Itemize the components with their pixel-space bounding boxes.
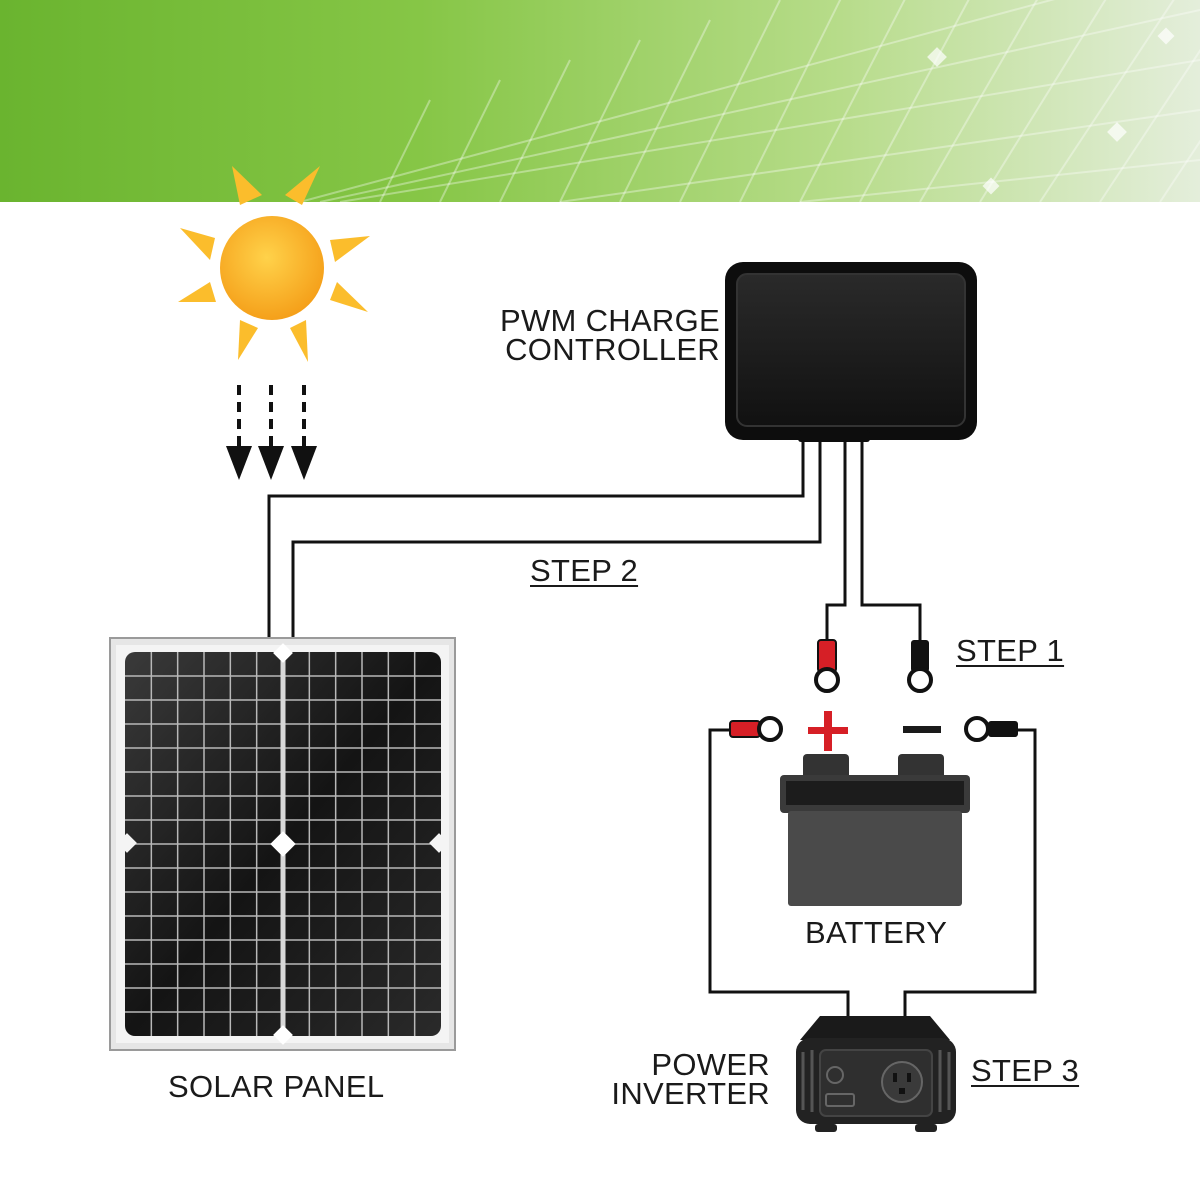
plus-icon — [808, 711, 848, 751]
battery-label: BATTERY — [805, 915, 948, 950]
step2-label: STEP 2 — [530, 553, 639, 588]
wiring — [267, 437, 1037, 1018]
green-banner — [0, 0, 1200, 202]
inverter-label-line2: INVERTER — [611, 1076, 770, 1111]
inverter-label-line1: POWER — [651, 1047, 770, 1082]
power-inverter-icon — [796, 1016, 956, 1132]
solar-panel-label: SOLAR PANEL — [168, 1069, 385, 1104]
solar-panel-icon — [109, 637, 456, 1051]
controller-label-line1: PWM CHARGE — [500, 303, 720, 338]
arrowheads-icon — [226, 446, 317, 480]
minus-icon — [903, 726, 941, 733]
battery-icon — [780, 754, 970, 906]
controller-label-line2: CONTROLLER — [505, 332, 720, 367]
step3-label: STEP 3 — [971, 1053, 1080, 1088]
sunlight-arrows-icon — [237, 385, 306, 452]
step1-label: STEP 1 — [956, 633, 1065, 668]
sun-icon — [178, 166, 370, 362]
inverter-label: POWER INVERTER — [560, 1047, 770, 1111]
battery-ring-terminals-icon — [729, 716, 1018, 742]
charge-controller-icon — [725, 262, 977, 442]
step1-ring-terminals-icon — [814, 639, 933, 693]
controller-label: PWM CHARGE CONTROLLER — [470, 303, 720, 367]
